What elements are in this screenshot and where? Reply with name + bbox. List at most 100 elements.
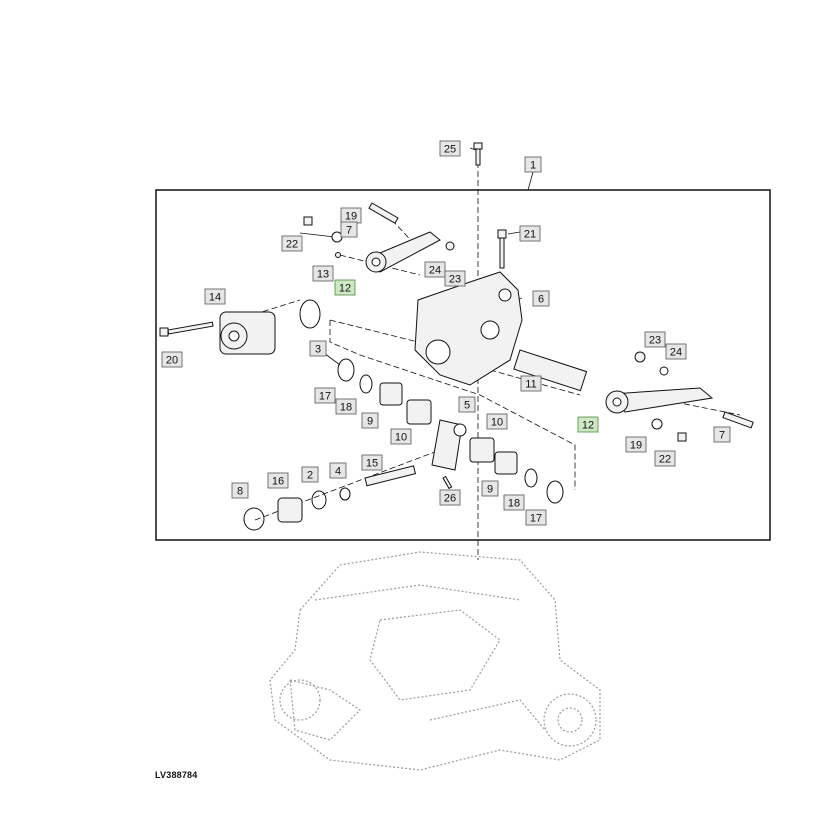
washer-19-right (651, 418, 663, 430)
callout-6: 6 (532, 290, 550, 307)
callout-label: 23 (649, 335, 661, 347)
o-ring-3 (299, 299, 321, 329)
callout-label: 1 (530, 160, 536, 172)
callout-label: 9 (487, 484, 493, 496)
bushing-16 (277, 497, 303, 523)
callout-10: 10 (486, 413, 508, 430)
bushing-10-left (406, 399, 432, 425)
callout-17: 17 (525, 509, 547, 526)
callout-10: 10 (390, 428, 412, 445)
callout-label: 10 (491, 417, 503, 429)
callout-box (267, 472, 289, 489)
callout-box (424, 261, 446, 278)
callout-7: 7 (713, 426, 731, 443)
nut-23-right (634, 351, 646, 363)
callout-box (361, 412, 379, 429)
callout-1: 1 (524, 156, 542, 173)
callout-label: 19 (630, 440, 642, 452)
part-shapes (159, 142, 754, 531)
callout-label: 6 (538, 294, 544, 306)
callout-15: 15 (361, 454, 383, 471)
callout-label: 14 (209, 292, 221, 304)
callout-label: 12 (582, 420, 594, 432)
housing-bore (425, 339, 451, 365)
pin-26 (442, 475, 453, 490)
bushing-10-right (469, 437, 495, 463)
callout-label: 24 (670, 347, 682, 359)
callout-box (577, 416, 599, 433)
callout-label: 7 (719, 430, 725, 442)
callout-22: 22 (654, 450, 676, 467)
callout-box (713, 426, 731, 443)
callout-label: 17 (530, 513, 542, 525)
assembly-frame (155, 189, 771, 541)
callout-5: 5 (458, 396, 476, 413)
callout-19: 19 (625, 436, 647, 453)
callout-2: 2 (301, 466, 319, 483)
nut-23-upper (445, 241, 455, 251)
callout-21: 21 (519, 225, 541, 242)
callout-11: 11 (520, 375, 542, 392)
callout-label: 18 (340, 402, 352, 414)
callout-23: 23 (444, 270, 466, 287)
callout-label: 26 (444, 493, 456, 505)
callout-box (625, 436, 647, 453)
bolt-25-head (473, 142, 483, 150)
callout-label: 5 (464, 400, 470, 412)
ring-8 (243, 507, 265, 531)
callout-12: 12 (334, 279, 356, 296)
figure-id: LV388784 (155, 770, 198, 780)
pin-7-right (722, 411, 754, 429)
callout-label: 2 (307, 470, 313, 482)
callout-label: 10 (395, 432, 407, 444)
callout-22: 22 (281, 235, 303, 252)
callout-label: 8 (237, 486, 243, 498)
callout-8: 8 (231, 482, 249, 499)
callout-label: 21 (524, 229, 536, 241)
callout-label: 13 (317, 269, 329, 281)
callout-label: 4 (335, 466, 341, 478)
callout-14: 14 (204, 288, 226, 305)
callout-9: 9 (481, 480, 499, 497)
callout-7: 7 (340, 221, 358, 238)
callout-label: 23 (449, 274, 461, 286)
callout-box (204, 288, 226, 305)
callout-label: 9 (367, 416, 373, 428)
callout-box (340, 221, 358, 238)
callout-label: 11 (525, 379, 536, 391)
callout-box (329, 462, 347, 479)
callout-box (486, 413, 508, 430)
bushing-9-right (494, 451, 518, 475)
callout-3: 3 (309, 340, 327, 357)
callout-box (439, 140, 461, 157)
callout-label: 20 (166, 355, 178, 367)
bolt-25-shank (475, 148, 481, 166)
callout-box (334, 279, 356, 296)
callout-label: 17 (319, 391, 331, 403)
callout-label: 22 (286, 239, 298, 251)
callout-18: 18 (503, 494, 525, 511)
callout-label: 3 (315, 344, 321, 356)
callout-24: 24 (665, 343, 687, 360)
callout-box (301, 466, 319, 483)
callout-label: 16 (272, 476, 284, 488)
callout-label: 24 (429, 265, 441, 277)
callout-13: 13 (312, 265, 334, 282)
callout-17: 17 (314, 387, 336, 404)
callout-box (654, 450, 676, 467)
callout-box (458, 396, 476, 413)
ring-2 (311, 490, 327, 510)
callout-25: 25 (439, 140, 461, 157)
callout-box (519, 225, 541, 242)
callout-9: 9 (361, 412, 379, 429)
callout-box (281, 235, 303, 252)
callout-box (231, 482, 249, 499)
callout-box (361, 454, 383, 471)
washer-19-upper (331, 231, 343, 243)
callout-box (520, 375, 542, 392)
callout-box (390, 428, 412, 445)
shaft-15 (364, 465, 417, 487)
callout-box (444, 270, 466, 287)
pin-7-upper (368, 202, 399, 224)
